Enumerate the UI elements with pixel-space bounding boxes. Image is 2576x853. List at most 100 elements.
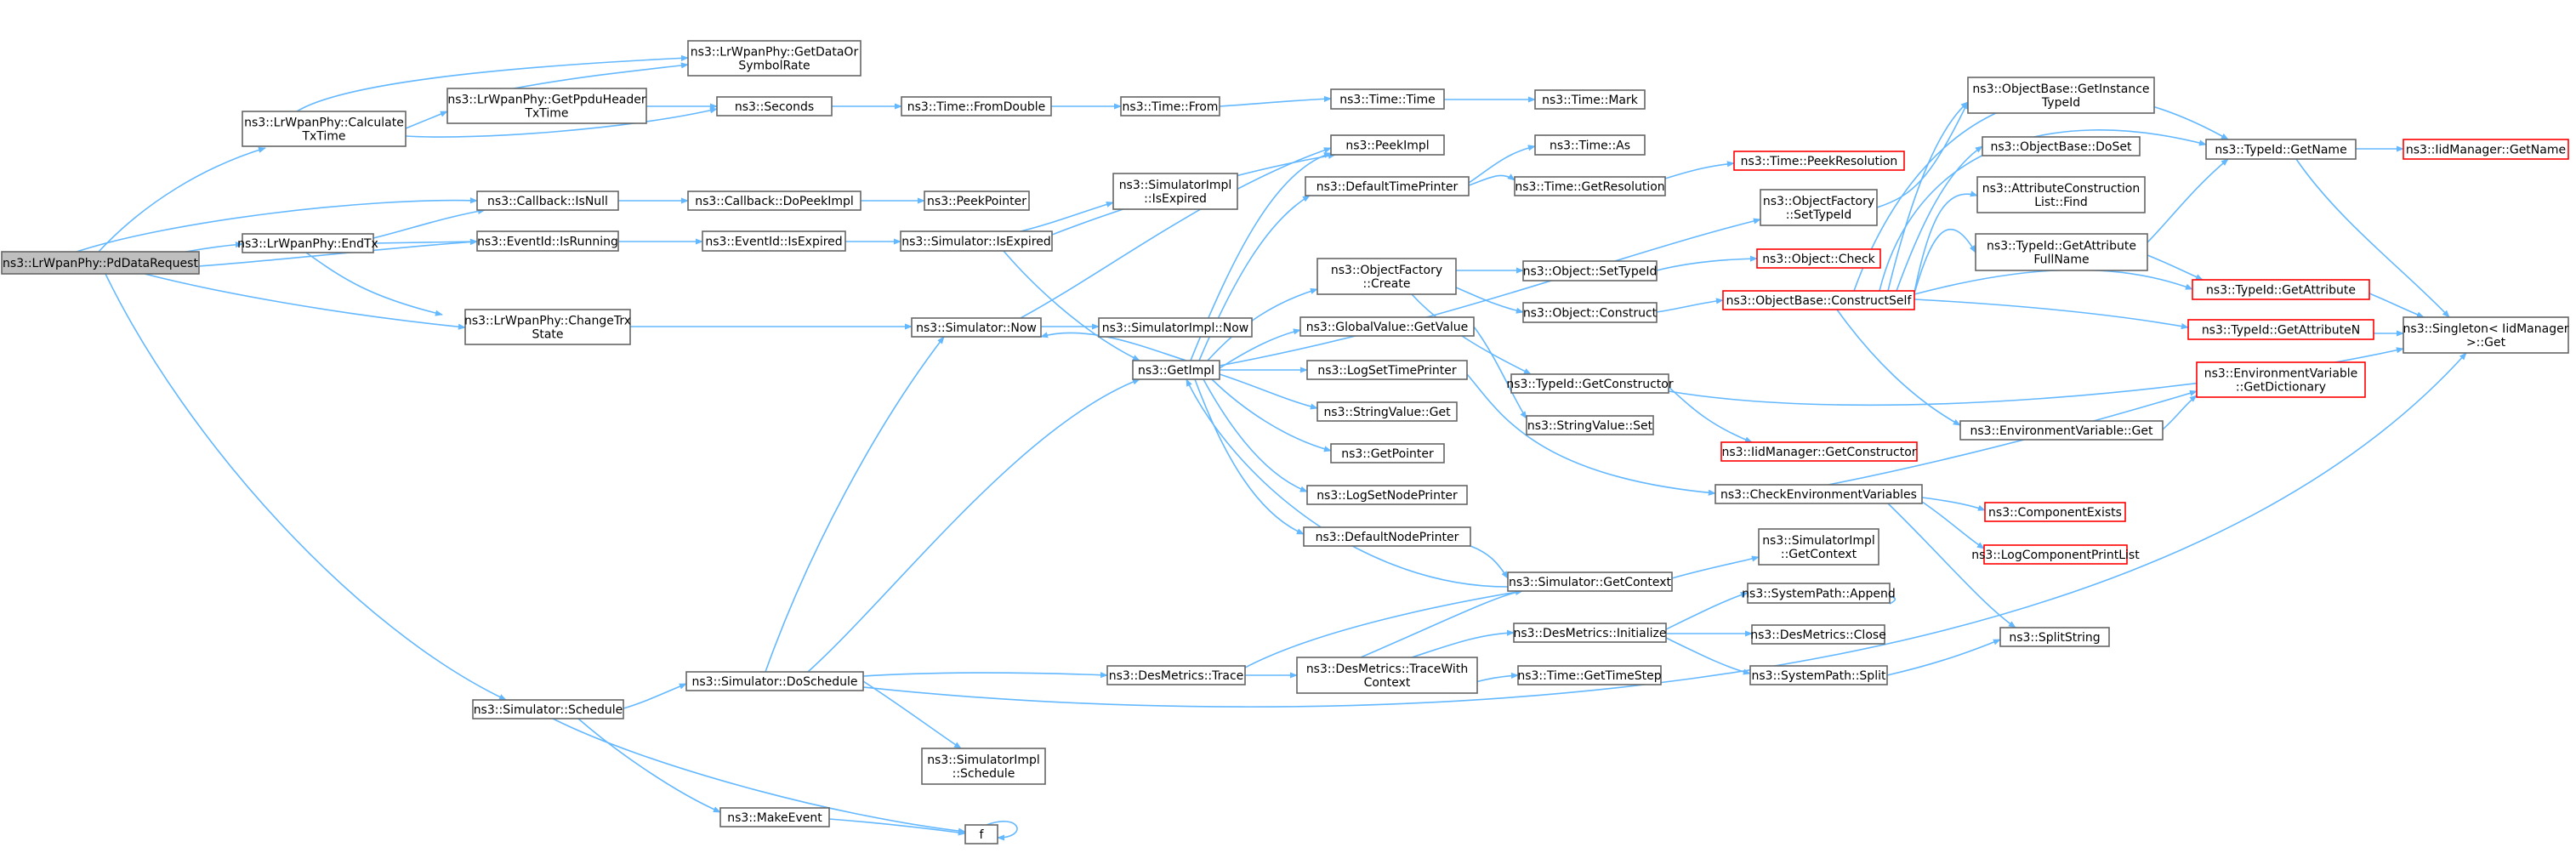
function-node-tidGetName[interactable]: ns3::TypeId::GetName xyxy=(2205,139,2357,160)
function-node-getPointer[interactable]: ns3::GetPointer xyxy=(1330,443,1445,463)
function-node-iidGetName[interactable]: ns3::IidManager::GetName xyxy=(2403,139,2569,160)
call-arrow xyxy=(1914,191,1978,293)
function-node-singleton[interactable]: ns3::Singleton< IidManager>::Get xyxy=(2403,316,2569,354)
function-node-peekPtr[interactable]: ns3::PeekPointer xyxy=(924,191,1030,211)
function-node-simGetCtx[interactable]: ns3::Simulator::GetContext xyxy=(1507,572,1673,592)
function-node-defTimePrinter[interactable]: ns3::DefaultTimePrinter xyxy=(1305,176,1470,196)
call-arrow xyxy=(1020,147,1332,319)
function-node-tidGetAttr[interactable]: ns3::TypeId::GetAttribute xyxy=(2192,279,2370,300)
node-label: ns3::Callback::IsNull xyxy=(487,195,608,208)
node-box xyxy=(1984,502,2126,522)
call-edge xyxy=(1671,555,1760,579)
node-label: ns3::EnvironmentVariable xyxy=(2204,367,2358,381)
function-node-svGet[interactable]: ns3::StringValue::Get xyxy=(1316,401,1458,422)
function-node-simImplGetCtx[interactable]: ns3::SimulatorImpl::GetContext xyxy=(1758,528,1879,566)
call-edge xyxy=(372,208,486,239)
function-node-time[interactable]: ns3::Time::Time xyxy=(1330,88,1445,110)
node-box xyxy=(1316,401,1458,422)
function-node-doSchedule[interactable]: ns3::Simulator::DoSchedule xyxy=(685,671,864,691)
function-node-compExists[interactable]: ns3::ComponentExists xyxy=(1984,502,2126,522)
function-node-ofSetTypeId[interactable]: ns3::ObjectFactory::SetTypeId xyxy=(1760,189,1878,226)
call-edge xyxy=(1828,390,2198,486)
call-arrow xyxy=(372,238,478,245)
function-node-simExpired[interactable]: ns3::Simulator::IsExpired xyxy=(900,230,1053,252)
function-node-makeEvent[interactable]: ns3::MakeEvent xyxy=(719,807,830,827)
call-arrow xyxy=(765,336,945,673)
call-edge xyxy=(144,273,466,330)
function-node-simImplExpired[interactable]: ns3::SimulatorImpl::IsExpired xyxy=(1112,173,1238,210)
function-node-desClose[interactable]: ns3::DesMetrics::Close xyxy=(1750,624,1886,645)
function-node-logSetTime[interactable]: ns3::LogSetTimePrinter xyxy=(1306,360,1468,380)
function-node-evRunning[interactable]: ns3::EventId::IsRunning xyxy=(476,230,619,252)
function-node-gvGet[interactable]: ns3::GlobalValue::GetValue xyxy=(1299,316,1475,337)
call-arrow xyxy=(2368,293,2425,318)
function-node-envGet[interactable]: ns3::EnvironmentVariable::Get xyxy=(1959,420,2164,441)
function-node-fromDouble[interactable]: ns3::Time::FromDouble xyxy=(901,96,1052,117)
function-node-peekImpl[interactable]: ns3::PeekImpl xyxy=(1330,134,1445,156)
node-box xyxy=(1747,583,1891,604)
function-node-defNodePrinter[interactable]: ns3::DefaultNodePrinter xyxy=(1303,526,1471,547)
function-node-logCompPrint[interactable]: ns3::LogComponentPrintList xyxy=(1971,544,2140,565)
function-node-svSet[interactable]: ns3::StringValue::Set xyxy=(1526,415,1654,435)
node-box xyxy=(1305,176,1470,196)
function-node-spAppend[interactable]: ns3::SystemPath::Append xyxy=(1742,583,1896,604)
function-node-f[interactable]: f xyxy=(964,824,998,844)
node-box xyxy=(476,230,619,252)
function-node-simNow[interactable]: ns3::Simulator::Now xyxy=(911,317,1042,338)
function-node-tidGetAttrN[interactable]: ns3::TypeId::GetAttributeN xyxy=(2187,319,2374,340)
function-node-root[interactable]: ns3::LrWpanPhy::PdDataRequest xyxy=(1,251,200,275)
node-label: ns3::Object::Construct xyxy=(1523,307,1658,321)
node-label: ns3::MakeEvent xyxy=(727,811,822,825)
call-edge xyxy=(1003,250,1140,361)
function-node-endTx[interactable]: ns3::LrWpanPhy::EndTx xyxy=(237,233,378,253)
call-arrow xyxy=(1665,592,1749,630)
function-node-desInit[interactable]: ns3::DesMetrics::Initialize xyxy=(1513,623,1667,643)
function-node-evExpired[interactable]: ns3::EventId::IsExpired xyxy=(702,230,846,252)
function-node-obDoSet[interactable]: ns3::ObjectBase::DoSet xyxy=(1982,136,2141,156)
function-node-mark[interactable]: ns3::Time::Mark xyxy=(1534,89,1646,110)
function-node-objSetTypeId[interactable]: ns3::Object::SetTypeId xyxy=(1522,260,1658,281)
function-node-getImpl[interactable]: ns3::GetImpl xyxy=(1132,360,1220,380)
function-node-from[interactable]: ns3::Time::From xyxy=(1120,96,1220,117)
node-box xyxy=(702,230,846,252)
function-node-splitString[interactable]: ns3::SplitString xyxy=(1999,627,2110,647)
function-node-simImplNow[interactable]: ns3::SimulatorImpl::Now xyxy=(1098,317,1253,338)
call-arrow xyxy=(144,273,466,330)
function-node-checkEnv[interactable]: ns3::CheckEnvironmentVariables xyxy=(1714,484,1923,504)
function-node-getTimeStep[interactable]: ns3::Time::GetTimeStep xyxy=(1517,665,1662,685)
function-node-objCheck[interactable]: ns3::Object::Check xyxy=(1756,248,1881,269)
function-node-simImplSchedule[interactable]: ns3::SimulatorImpl::Schedule xyxy=(921,748,1046,785)
function-node-ofCreate[interactable]: ns3::ObjectFactory::Create xyxy=(1316,258,1457,295)
function-node-cbNull[interactable]: ns3::Callback::IsNull xyxy=(476,191,619,211)
function-node-simSchedule[interactable]: ns3::Simulator::Schedule xyxy=(472,699,624,719)
node-label: ns3::Time::Time xyxy=(1339,94,1435,107)
node-label: ns3::LogSetTimePrinter xyxy=(1317,364,1457,378)
function-node-iidGetCtor[interactable]: ns3::IidManager::GetConstructor xyxy=(1720,441,1918,462)
function-node-logSetNode[interactable]: ns3::LogSetNodePrinter xyxy=(1306,485,1468,505)
node-box xyxy=(1296,657,1478,694)
function-node-constructSelf[interactable]: ns3::ObjectBase::ConstructSelf xyxy=(1722,290,1915,310)
node-label: ns3::Callback::DoPeekImpl xyxy=(695,195,854,208)
function-node-seconds[interactable]: ns3::Seconds xyxy=(716,96,833,117)
function-node-getRes[interactable]: ns3::Time::GetResolution xyxy=(1514,176,1666,196)
call-edge xyxy=(105,273,507,701)
function-node-objConstruct[interactable]: ns3::Object::Construct xyxy=(1522,302,1658,323)
node-label: ns3::ObjectBase::ConstructSelf xyxy=(1726,294,1913,308)
function-node-getCtor[interactable]: ns3::TypeId::GetConstructor xyxy=(1506,373,1674,394)
function-node-envDict[interactable]: ns3::EnvironmentVariable::GetDictionary xyxy=(2196,361,2366,398)
function-node-timeAs[interactable]: ns3::Time::As xyxy=(1534,134,1646,156)
function-node-spSplit[interactable]: ns3::SystemPath::Split xyxy=(1749,665,1888,685)
function-node-peekRes[interactable]: ns3::Time::PeekResolution xyxy=(1733,151,1905,171)
function-node-cbPeek[interactable]: ns3::Callback::DoPeekImpl xyxy=(687,191,862,211)
function-node-desTrace[interactable]: ns3::DesMetrics::Trace xyxy=(1106,665,1246,685)
call-arrow xyxy=(1411,629,1515,658)
